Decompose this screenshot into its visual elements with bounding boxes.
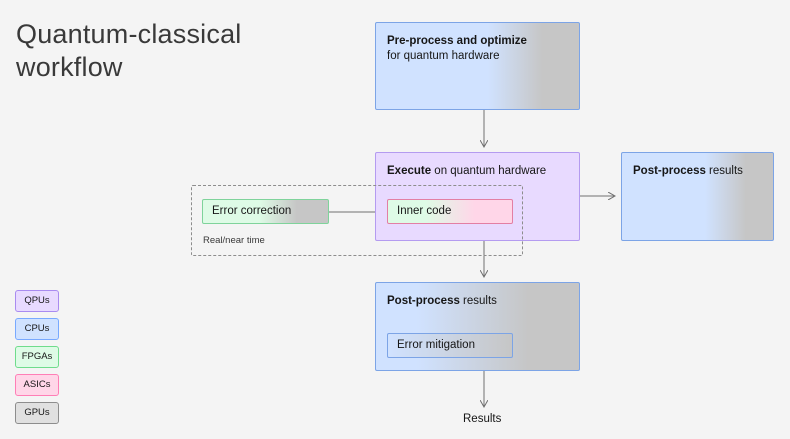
results-label: Results — [463, 413, 502, 425]
page-title: Quantum-classical workflow — [16, 19, 242, 82]
legend-qpus: QPUs — [15, 290, 59, 312]
postprocess-right-subtitle: results — [705, 165, 743, 177]
execute-title: Execute — [387, 165, 432, 177]
legend-fpgas: FPGAs — [15, 346, 59, 368]
realtime-label: Real/near time — [203, 235, 265, 246]
preprocess-subtitle: for quantum hardware — [387, 50, 500, 62]
legend-asics: ASICs — [15, 374, 59, 396]
error-mitigation-node: Error mitigation — [387, 333, 513, 358]
execute-subtitle: on quantum hardware — [431, 165, 547, 177]
preprocess-node: Pre-process and optimize for quantum har… — [375, 22, 580, 110]
execute-node: Execute on quantum hardware — [375, 152, 580, 241]
realtime-region — [191, 185, 523, 256]
postprocess-bottom-subtitle: results — [459, 295, 497, 307]
postprocess-right-title: Post-process — [633, 165, 706, 177]
inner-code-node: Inner code — [387, 199, 513, 224]
legend-gpus: GPUs — [15, 402, 59, 424]
error-correction-node: Error correction — [202, 199, 329, 224]
postprocess-right-node: Post-process results — [621, 152, 774, 241]
preprocess-title: Pre-process and optimize — [387, 35, 527, 47]
legend-cpus: CPUs — [15, 318, 59, 340]
postprocess-bottom-title: Post-process — [387, 295, 460, 307]
